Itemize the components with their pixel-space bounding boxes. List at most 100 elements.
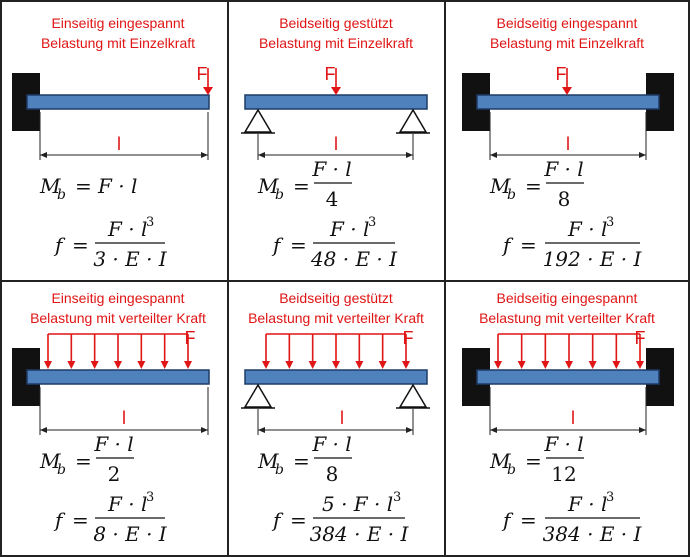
svg-text:=: = xyxy=(293,174,310,198)
svg-text:f: f xyxy=(271,508,284,532)
distributed-load xyxy=(44,333,192,369)
svg-text:3: 3 xyxy=(606,215,614,230)
pin-support-left xyxy=(241,383,275,409)
force-label: F xyxy=(556,64,567,84)
svg-text:b: b xyxy=(507,187,516,203)
load-arrow-head xyxy=(636,361,644,369)
moment-formula: M b = F · l xyxy=(39,174,137,203)
cell-title-line2: Belastung mit Einzelkraft xyxy=(259,35,413,51)
load-arrow-head xyxy=(90,361,99,369)
load-arrow-head xyxy=(285,361,294,369)
length-dimension xyxy=(489,387,647,435)
svg-text:f: f xyxy=(53,233,66,257)
load-arrow-head xyxy=(378,361,387,369)
load-arrow-head xyxy=(184,361,192,369)
svg-text:M: M xyxy=(257,449,279,473)
load-arrow-head xyxy=(494,361,502,369)
svg-text:=: = xyxy=(525,449,542,473)
load-arrow-head xyxy=(355,361,364,369)
svg-text:b: b xyxy=(507,462,516,478)
length-label: l xyxy=(122,408,126,428)
cell-fixed-fixed-distributed-load: Beidseitig eingespannt Belastung mit ver… xyxy=(462,290,674,546)
svg-text:8: 8 xyxy=(326,462,339,486)
load-arrow-head xyxy=(588,361,597,369)
svg-text:=: = xyxy=(525,174,542,198)
svg-text:=: = xyxy=(293,449,310,473)
load-arrow-head xyxy=(262,361,270,369)
svg-text:b: b xyxy=(57,187,66,203)
load-arrow-head xyxy=(67,361,76,369)
load-arrow-head xyxy=(332,361,340,369)
svg-text:=: = xyxy=(75,174,92,198)
distributed-load xyxy=(262,333,410,369)
cell-title-line2: Belastung mit verteilter Kraft xyxy=(479,310,655,326)
svg-text:b: b xyxy=(275,187,284,203)
length-dimension xyxy=(39,387,209,435)
moment-formula: M b = F · l 2 xyxy=(39,432,134,486)
cell-title-line1: Beidseitig gestützt xyxy=(279,15,393,31)
svg-text:8 · E · I: 8 · E · I xyxy=(93,522,167,546)
moment-formula: M b = F · l 12 xyxy=(489,432,584,486)
svg-text:384 · E · I: 384 · E · I xyxy=(543,522,643,546)
deflection-formula: f = F · l 3 8 · E · I xyxy=(53,490,168,546)
svg-text:5 · F · l: 5 · F · l xyxy=(322,492,393,516)
cell-title-line1: Beidseitig gestützt xyxy=(279,290,393,306)
length-label: l xyxy=(571,408,575,428)
svg-text:M: M xyxy=(39,174,61,198)
svg-text:b: b xyxy=(57,462,66,478)
cell-title-line2: Belastung mit verteilter Kraft xyxy=(248,310,424,326)
svg-text:F · l: F · l xyxy=(543,157,583,181)
svg-text:3: 3 xyxy=(368,215,376,230)
deflection-formula: f = F · l 3 384 · E · I xyxy=(501,490,643,546)
length-dimension xyxy=(257,134,414,160)
load-arrow-head xyxy=(517,361,526,369)
force-label: F xyxy=(635,328,646,348)
force-arrow xyxy=(562,68,572,95)
length-label: l xyxy=(117,134,121,154)
load-arrow-head xyxy=(137,361,146,369)
svg-text:8: 8 xyxy=(558,187,571,211)
beam xyxy=(476,369,660,385)
beam xyxy=(26,94,210,110)
load-arrow-head xyxy=(114,361,122,369)
svg-text:F · l: F · l xyxy=(311,432,351,456)
svg-text:48 · E · I: 48 · E · I xyxy=(310,247,398,271)
cell-title-line2: Belastung mit verteilter Kraft xyxy=(30,310,206,326)
length-label: l xyxy=(566,134,570,154)
beam xyxy=(476,94,660,110)
svg-text:3: 3 xyxy=(393,490,401,505)
cell-simply-supported-point-load: Beidseitig gestützt Belastung mit Einzel… xyxy=(241,15,430,271)
svg-text:192 · E · I: 192 · E · I xyxy=(543,247,643,271)
svg-text:f: f xyxy=(53,508,66,532)
force-label: F xyxy=(403,328,414,348)
svg-text:3: 3 xyxy=(146,215,154,230)
cell-title-line1: Einseitig eingespannt xyxy=(51,290,184,306)
svg-text:F · l: F · l xyxy=(329,217,369,241)
svg-text:=: = xyxy=(290,233,307,257)
load-arrow-head xyxy=(565,361,573,369)
moment-formula: M b = F · l 8 xyxy=(257,432,352,486)
beam xyxy=(244,369,428,385)
load-arrow-head xyxy=(541,361,550,369)
svg-text:=: = xyxy=(72,508,89,532)
force-label: F xyxy=(185,328,196,348)
svg-text:F · l: F · l xyxy=(107,492,147,516)
load-arrow-head xyxy=(402,361,410,369)
distributed-load xyxy=(494,333,644,369)
svg-text:=: = xyxy=(72,233,89,257)
force-label: F xyxy=(325,64,336,84)
cell-title-line2: Belastung mit Einzelkraft xyxy=(41,35,195,51)
svg-text:3: 3 xyxy=(146,490,154,505)
svg-text:3: 3 xyxy=(606,490,614,505)
load-arrow-head xyxy=(612,361,621,369)
beam xyxy=(26,369,210,385)
length-dimension xyxy=(489,112,647,160)
svg-text:F · l: F · l xyxy=(311,157,351,181)
svg-text:M: M xyxy=(489,449,511,473)
length-label: l xyxy=(334,134,338,154)
load-arrow-head xyxy=(44,361,52,369)
deflection-formula: f = 5 · F · l 3 384 · E · I xyxy=(271,490,410,546)
